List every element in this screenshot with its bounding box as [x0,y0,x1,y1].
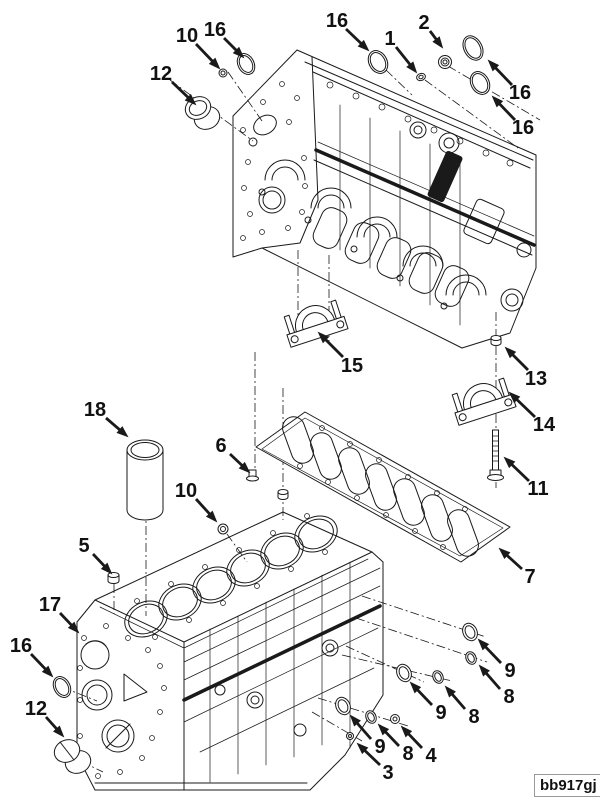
callout-number: 2 [418,12,429,34]
part-8-seal-c [365,710,377,724]
callout-15: 15 [317,331,363,377]
callout-8: 8 [377,723,414,765]
callout-8: 8 [444,685,480,728]
callout-14: 14 [508,391,556,436]
deck-cup-plug [277,489,289,500]
callout-number: 7 [524,566,535,588]
callout-number: 10 [176,25,198,47]
callout-10: 10 [176,25,221,70]
callout-number: 15 [341,355,363,377]
callout-8: 8 [478,664,515,708]
bearing-saddles [258,159,487,310]
part-1-sealing-washer [416,72,426,82]
callout-number: 17 [39,594,61,616]
callout-number: 8 [503,686,514,708]
callout-13: 13 [504,346,547,390]
callout-12: 12 [150,63,197,106]
callout-12: 12 [25,698,65,738]
callout-number: 16 [326,10,348,32]
part-16-o-ring-right-lower [469,71,491,95]
callout-number: 9 [504,660,515,682]
part-9-o-ring-c [335,696,351,716]
callout-number: 9 [374,736,385,758]
callout-number: 9 [435,702,446,724]
cylinder-bores [124,515,338,638]
engine-block-top-art [232,49,537,349]
callout-number: 16 [509,82,531,104]
callout-number: 12 [150,63,172,85]
part-4-nut [390,714,400,724]
callout-number: 8 [402,743,413,765]
callout-6: 6 [215,435,251,474]
part-8-seal-a [465,651,477,665]
callout-number: 3 [382,762,393,784]
part-16-seal-ring-top-middle [367,50,389,74]
callout-9: 9 [349,714,386,758]
callout-number: 8 [468,706,479,728]
callout-5: 5 [78,535,113,575]
callout-number: 11 [527,478,548,500]
part-10-sealing-ring-middle [217,523,229,535]
part-13-cup-plug [490,335,502,346]
callout-number: 5 [78,535,89,557]
callout-17: 17 [39,594,80,634]
callout-number: 14 [533,414,556,436]
callout-9: 9 [477,638,516,682]
part-9-o-ring-a [462,622,478,642]
part-12-bearing-cup-bottom [53,739,92,774]
callout-number: 6 [215,435,226,457]
callout-16: 16 [326,10,370,52]
part-14-main-bearing-cap [451,377,517,426]
callout-10: 10 [175,480,218,523]
part-16-o-ring-bottom-left [52,676,72,698]
callout-11: 11 [503,456,549,500]
callout-number: 12 [25,698,47,720]
figure-code-label: bb917gj [534,774,600,797]
callout-number: 13 [525,368,547,390]
part-8-seal-b [432,670,444,684]
engine-block-bottom-art [76,511,384,791]
callout-7: 7 [498,547,536,588]
part-7-spacer-plate [255,411,511,563]
callout-16: 16 [10,635,54,678]
callout-number: 16 [10,635,32,657]
callout-3: 3 [356,742,394,784]
part-6-cap-screw [246,469,259,482]
callout-18: 18 [84,399,129,438]
callout-16: 16 [487,59,531,104]
part-15-main-bearing-cap [283,299,349,348]
block-side-face [94,561,382,784]
callout-16: 16 [491,95,534,139]
callout-1: 1 [384,28,418,74]
part-2-threaded-plug [438,55,452,69]
callout-9: 9 [409,681,447,724]
callout-number: 4 [425,745,437,767]
callout-number: 10 [175,480,197,502]
part-11-cap-screw [487,429,504,481]
callout-number: 16 [512,117,534,139]
callout-number: 16 [204,19,226,41]
callout-16: 16 [204,19,245,59]
callout-4: 4 [400,725,437,767]
part-18-cylinder-liner [126,439,164,521]
part-3-nut [346,732,354,740]
part-5-cup-plug [107,572,120,584]
callout-2: 2 [418,12,444,49]
part-9-o-ring-b [396,663,412,683]
callout-number: 18 [84,399,106,421]
callout-number: 1 [384,28,395,50]
part-16-o-ring-right-upper [462,35,484,61]
part-10-cup-plug-top [218,68,228,78]
